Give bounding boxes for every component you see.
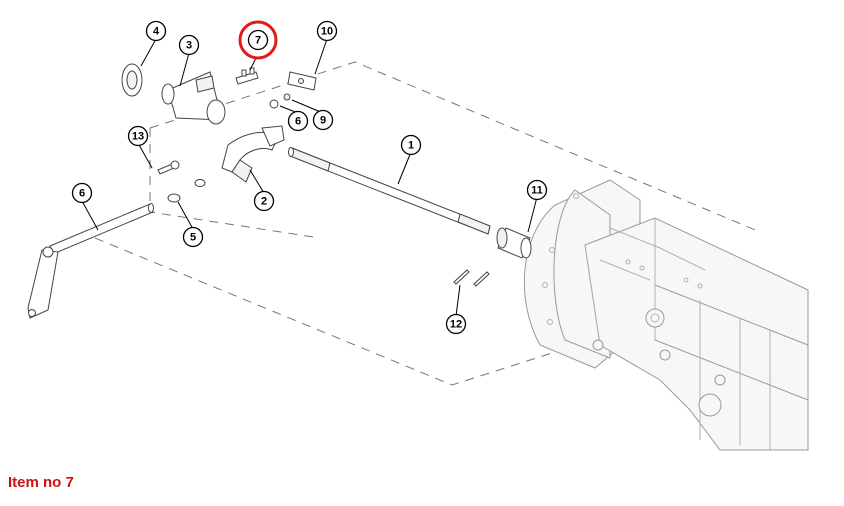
part-1-shaft [288, 147, 491, 235]
highlight-ring-item-7 [238, 20, 278, 60]
callout-label: 5 [190, 232, 196, 244]
part-4-seal [121, 63, 143, 97]
callout-label: 13 [132, 131, 144, 143]
callout-6a: 6 [71, 182, 93, 204]
callout-3: 3 [178, 34, 200, 56]
callout-circle [253, 190, 275, 212]
callout-label: 7 [255, 35, 261, 47]
callout-label: 6 [295, 116, 301, 128]
callout-circle [312, 109, 334, 131]
callout-2: 2 [253, 190, 275, 212]
part-2-fork [221, 125, 285, 183]
callout-4: 4 [145, 20, 167, 42]
callout-label: 2 [261, 196, 267, 208]
part-11-coupling [496, 227, 532, 259]
parts-8-9-screws [269, 93, 291, 109]
callout-13: 13 [127, 125, 149, 147]
callout-label: 9 [320, 115, 326, 127]
part-7-clip [235, 67, 259, 85]
callout-circle [71, 182, 93, 204]
callout-circle [287, 110, 309, 132]
callout-10: 10 [316, 20, 338, 42]
callout-6b: 6 [287, 110, 309, 132]
callout-1: 1 [400, 134, 422, 156]
callout-label: 6 [79, 188, 85, 200]
part-10-bracket [287, 71, 317, 91]
part-6-lever [27, 203, 154, 319]
callout-label: 12 [450, 319, 462, 331]
callout-7: 7 [247, 29, 269, 51]
callout-circle [316, 20, 338, 42]
callout-circle [145, 20, 167, 42]
callout-label: 1 [408, 140, 414, 152]
part-5-ring [167, 179, 206, 203]
callout-circle [400, 134, 422, 156]
callout-12: 12 [445, 313, 467, 335]
callout-circle [526, 179, 548, 201]
part-3-sleeve [161, 71, 226, 125]
part-12-pins [453, 269, 490, 287]
callout-circle [127, 125, 149, 147]
callout-label: 3 [186, 40, 192, 52]
item-caption: Item no 7 [8, 474, 74, 491]
callout-5: 5 [182, 226, 204, 248]
leader-lines [81, 38, 538, 317]
callout-circle [182, 226, 204, 248]
callout-label: 10 [321, 26, 333, 38]
callout-circle [178, 34, 200, 56]
callout-label: 4 [153, 26, 160, 38]
callout-label: 11 [531, 185, 543, 197]
callout-circle [247, 29, 269, 51]
callout-9: 9 [312, 109, 334, 131]
transmission-housing [523, 179, 809, 451]
callout-11: 11 [526, 179, 548, 201]
part-13-bolt [157, 160, 180, 175]
callout-circle [445, 313, 467, 335]
